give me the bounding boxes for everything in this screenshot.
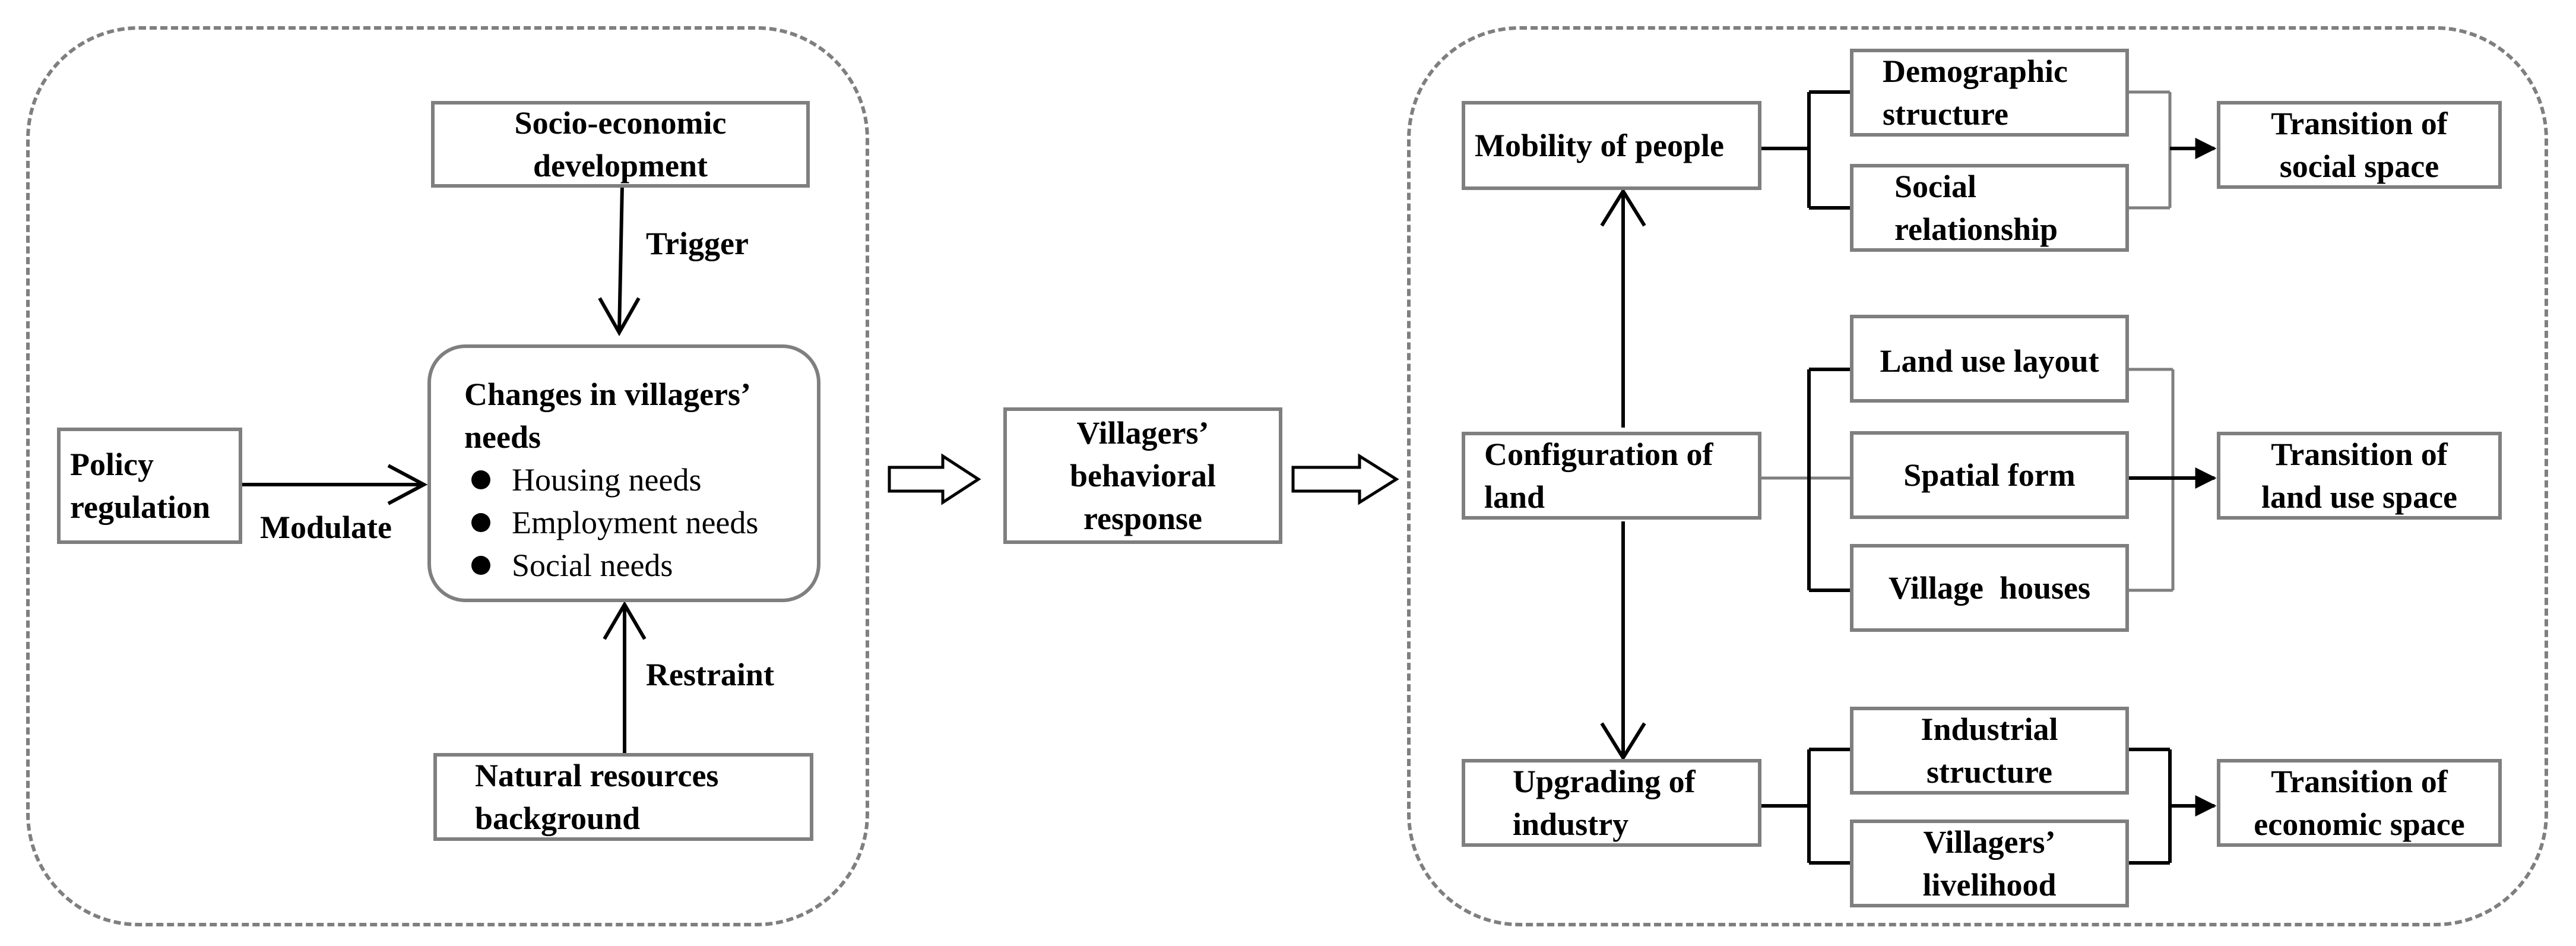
hollow-arrow-left [888, 453, 981, 505]
mobility-box: Mobility of people [1462, 101, 1761, 190]
social-relationship-label: Social relationship [1894, 169, 2058, 247]
villager-needs-box: Changes in villagers’ needs Housing need… [427, 344, 820, 602]
spatial-form-box: Spatial form [1850, 431, 2129, 519]
land-use-layout-box: Land use layout [1850, 315, 2129, 403]
hollow-arrow-right [1291, 453, 1399, 505]
right-panel [1407, 26, 2548, 926]
spatial-form-label: Spatial form [1903, 457, 2076, 493]
transition-economic-label: Transition of economic space [2254, 764, 2465, 842]
village-houses-box: Village houses [1850, 544, 2129, 632]
land-use-layout-label: Land use layout [1880, 343, 2099, 379]
demographic-label: Demographic structure [1883, 53, 2068, 132]
mobility-label: Mobility of people [1475, 128, 1724, 163]
configuration-bracket [1807, 368, 1851, 592]
policy-regulation-label: Policy regulation [70, 447, 211, 525]
needs-item: Housing needs [464, 458, 758, 501]
needs-item: Employment needs [464, 501, 758, 544]
natural-resources-box: Natural resources background [433, 753, 813, 841]
socio-economic-label: Socio-economic development [514, 105, 727, 183]
social-relationship-box: Social relationship [1850, 164, 2129, 252]
trigger-arrow [598, 185, 641, 337]
natural-resources-label: Natural resources background [475, 758, 719, 836]
needs-item-text: Employment needs [512, 505, 759, 540]
trigger-label: Trigger [646, 226, 749, 261]
modulate-label: Modulate [260, 510, 392, 545]
upgrading-bracket [1761, 748, 2172, 865]
restraint-label: Restraint [646, 657, 774, 692]
upward-arrow [1600, 188, 1646, 428]
socio-economic-box: Socio-economic development [431, 101, 810, 188]
behavioral-response-label: Villagers’ behavioral response [1069, 415, 1216, 536]
social-merge [2127, 90, 2172, 210]
configuration-label: Configuration of land [1484, 436, 1713, 515]
bullet-icon [471, 556, 490, 575]
upgrading-label: Upgrading of industry [1513, 764, 1696, 842]
needs-item-text: Social needs [512, 548, 673, 583]
bullet-icon [471, 470, 490, 489]
transition-land-box: Transition of land use space [2217, 432, 2502, 520]
configuration-box: Configuration of land [1462, 432, 1761, 520]
industrial-structure-label: Industrial structure [1921, 711, 2058, 790]
transition-social-label: Transition of social space [2271, 106, 2448, 184]
modulate-arrow [240, 464, 428, 505]
village-houses-label: Village houses [1888, 570, 2091, 606]
downward-arrow [1600, 521, 1646, 761]
livelihood-label: Villagers’ livelihood [1922, 824, 2057, 903]
livelihood-box: Villagers’ livelihood [1850, 820, 2129, 907]
transition-social-box: Transition of social space [2217, 101, 2502, 189]
upgrading-box: Upgrading of industry [1462, 759, 1761, 847]
behavioral-response-box: Villagers’ behavioral response [1003, 407, 1282, 544]
transition-land-label: Transition of land use space [2261, 436, 2458, 515]
industrial-structure-box: Industrial structure [1850, 707, 2129, 795]
policy-regulation-box: Policy regulation [57, 428, 242, 544]
mobility-bracket [1761, 90, 1851, 210]
restraint-arrow [603, 601, 647, 753]
needs-item: Social needs [464, 544, 758, 587]
transition-economic-box: Transition of economic space [2217, 759, 2502, 847]
villager-needs-title: Changes in villagers’ needs [464, 376, 749, 455]
left-panel [26, 26, 869, 926]
needs-item-text: Housing needs [512, 462, 702, 498]
demographic-box: Demographic structure [1850, 49, 2129, 137]
needs-list: Housing needs Employment needs Social ne… [464, 458, 758, 587]
bullet-icon [471, 513, 490, 532]
